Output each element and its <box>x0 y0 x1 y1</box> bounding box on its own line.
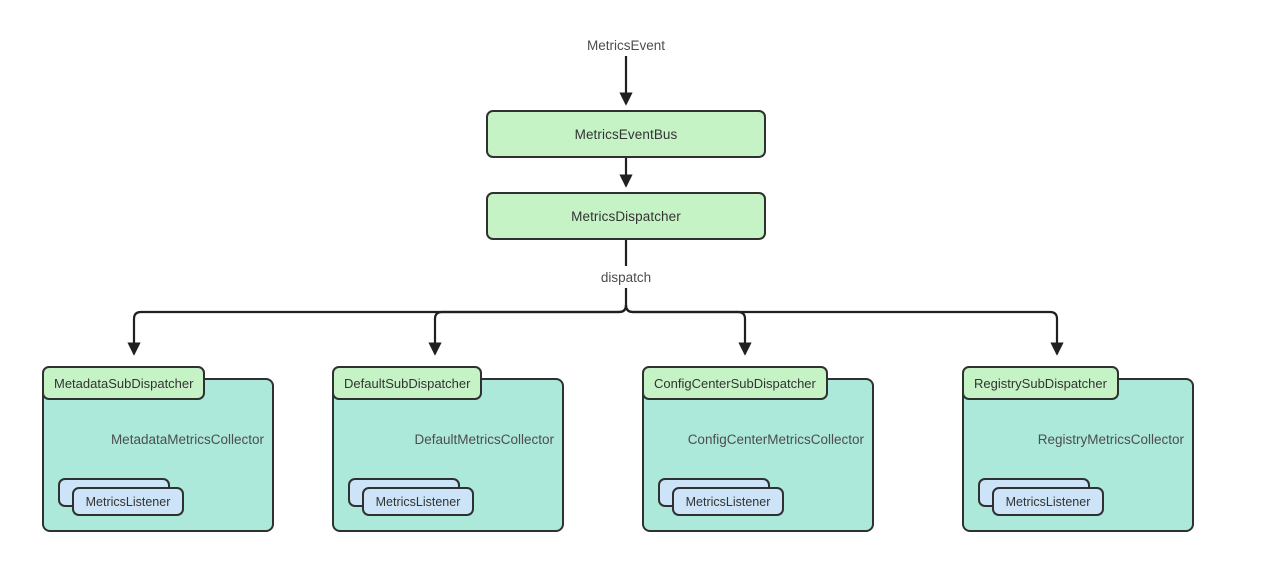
metrics-event-label: MetricsEvent <box>586 38 666 53</box>
dispatch-edge-label: dispatch <box>600 270 652 285</box>
group-configcenter-sub-dispatcher: ConfigCenterSubDispatcher ConfigCenterMe… <box>642 366 874 532</box>
edge-fanout-left <box>127 304 628 356</box>
node-metrics-dispatcher[interactable]: MetricsDispatcher <box>486 192 766 240</box>
metrics-listener-stack[interactable]: MetricsListener <box>58 478 184 518</box>
node-metrics-listener[interactable]: MetricsListener <box>72 487 184 516</box>
node-registry-sub-dispatcher[interactable]: RegistrySubDispatcher <box>962 366 1119 400</box>
edge-fanout-midright <box>624 304 752 356</box>
node-metrics-listener[interactable]: MetricsListener <box>362 487 474 516</box>
node-configcenter-metrics-collector: ConfigCenterMetricsCollector <box>687 432 864 447</box>
metrics-listener-stack[interactable]: MetricsListener <box>348 478 474 518</box>
node-configcenter-sub-dispatcher[interactable]: ConfigCenterSubDispatcher <box>642 366 828 400</box>
group-metadata-sub-dispatcher: MetadataSubDispatcher MetadataMetricsCol… <box>42 366 274 532</box>
metrics-listener-stack[interactable]: MetricsListener <box>658 478 784 518</box>
node-metrics-listener[interactable]: MetricsListener <box>992 487 1104 516</box>
node-registry-metrics-collector: RegistryMetricsCollector <box>1037 432 1184 447</box>
node-metrics-listener[interactable]: MetricsListener <box>672 487 784 516</box>
metrics-listener-stack[interactable]: MetricsListener <box>978 478 1104 518</box>
group-registry-sub-dispatcher: RegistrySubDispatcher RegistryMetricsCol… <box>962 366 1194 532</box>
node-metadata-sub-dispatcher[interactable]: MetadataSubDispatcher <box>42 366 206 400</box>
node-metadata-metrics-collector: MetadataMetricsCollector <box>110 432 264 447</box>
node-default-metrics-collector: DefaultMetricsCollector <box>414 432 554 447</box>
edge-fanout-right <box>624 304 1064 356</box>
node-metrics-event-bus[interactable]: MetricsEventBus <box>486 110 766 158</box>
edge-fanout-midleft <box>428 304 628 356</box>
node-default-sub-dispatcher[interactable]: DefaultSubDispatcher <box>332 366 483 400</box>
group-default-sub-dispatcher: DefaultSubDispatcher DefaultMetricsColle… <box>332 366 564 532</box>
